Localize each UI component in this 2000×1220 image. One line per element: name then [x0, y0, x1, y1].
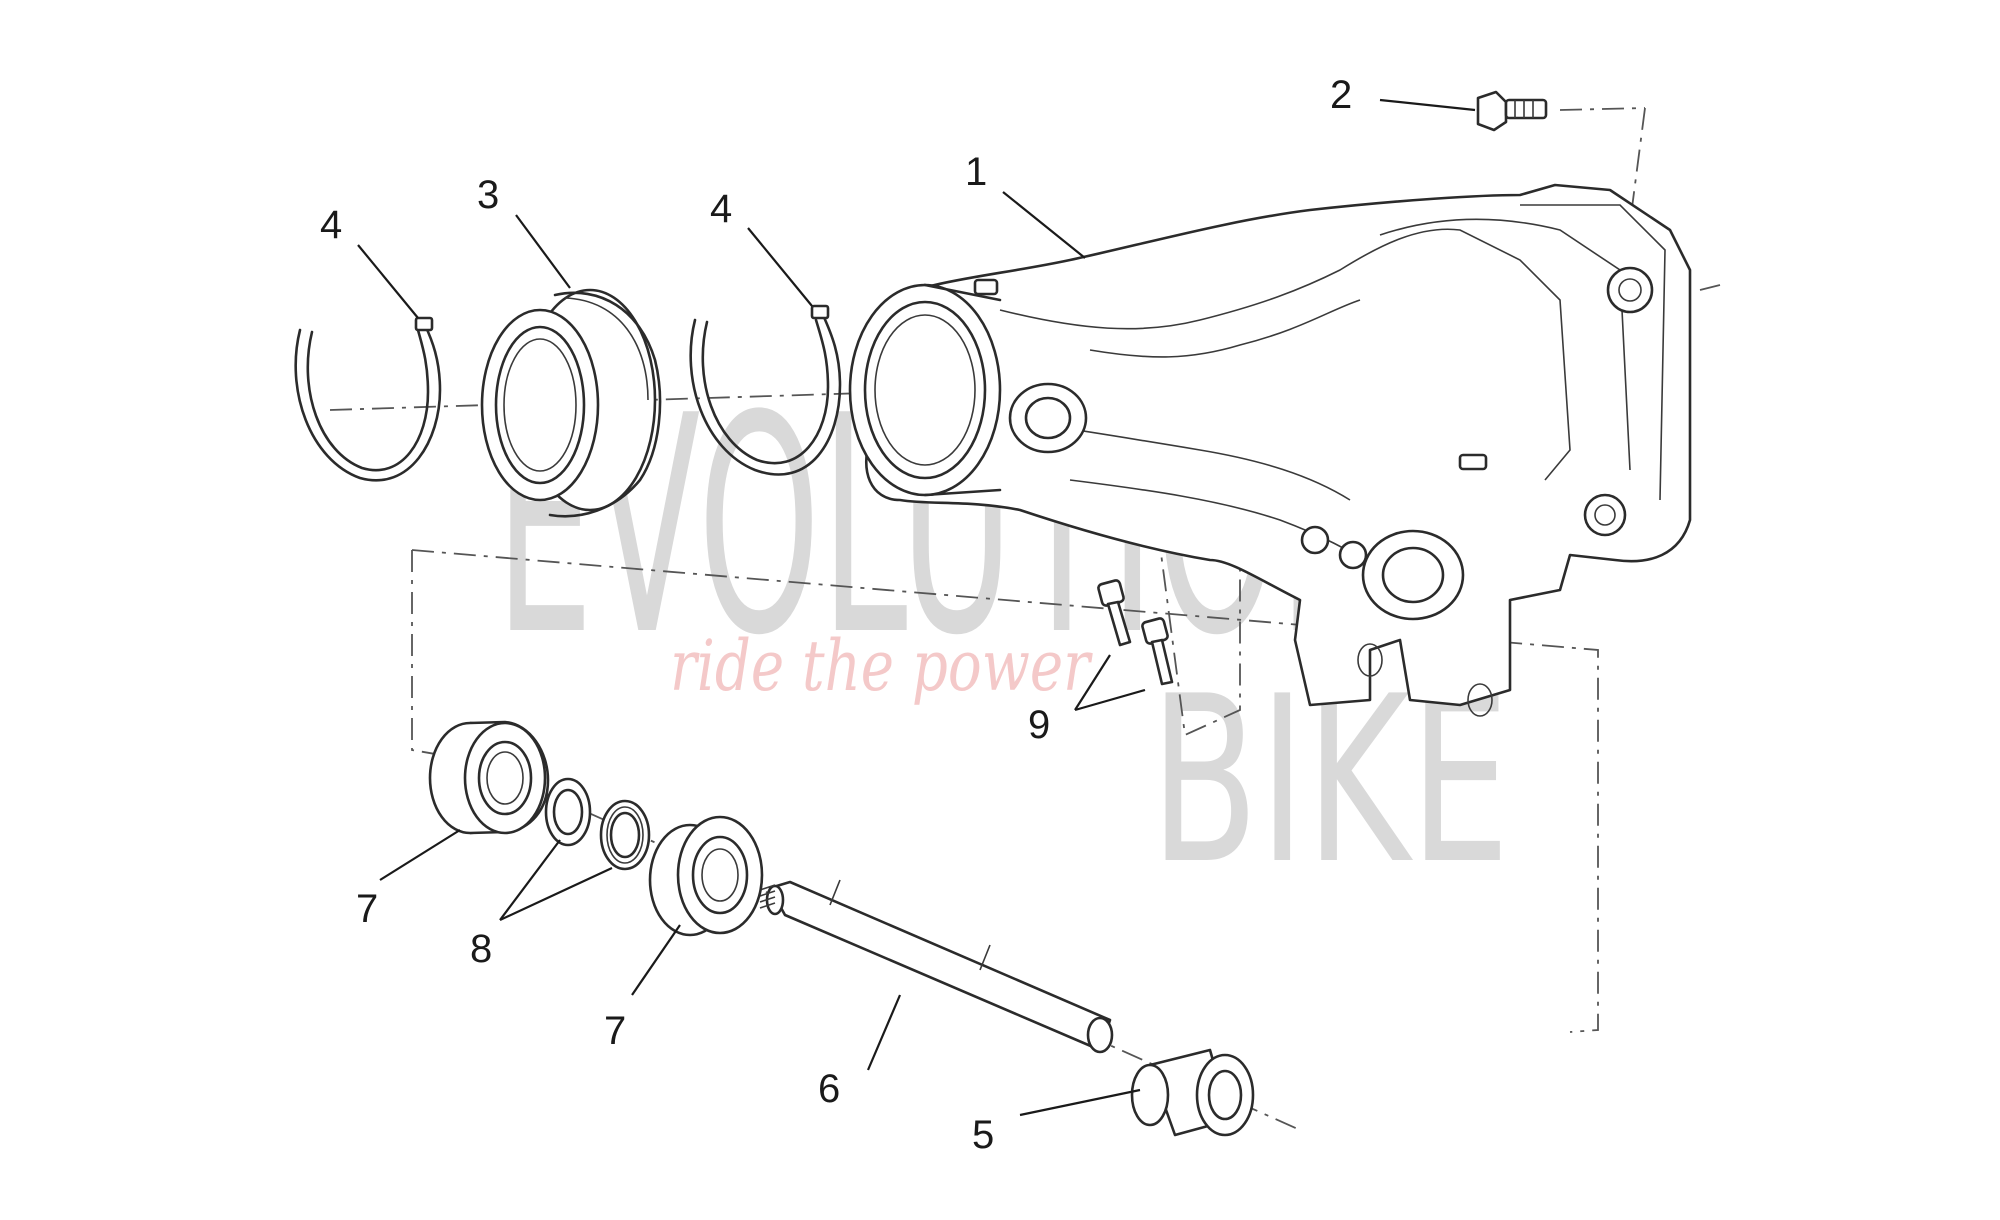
part-9-screws: [1097, 579, 1174, 686]
part-4-clamp-left: [294, 316, 442, 482]
callout-8: 8: [470, 927, 492, 971]
part-2-bolt: [1476, 90, 1548, 132]
callout-5: 5: [972, 1113, 994, 1157]
callout-3: 3: [477, 173, 499, 217]
callout-7-left: 7: [356, 887, 378, 931]
callout-1: 1: [965, 150, 987, 194]
leader-lines: [357, 98, 1476, 1117]
part-3-seal-boot: [480, 288, 662, 518]
part-5-sleeve-nut: [1130, 1048, 1255, 1137]
housing-front-tube: [848, 283, 1002, 497]
callout-9: 9: [1028, 703, 1050, 747]
part-7-bearing-right: [648, 815, 764, 937]
part-8-spacer-rings: [544, 777, 651, 871]
part-4-clamp-right: [689, 304, 842, 476]
callout-2: 2: [1330, 73, 1352, 117]
callout-7-right: 7: [604, 1009, 626, 1053]
part-6-shaft: [759, 879, 1114, 1054]
callout-labels: 1 2 3 4 4 5 6 7 7 8 9: [320, 73, 1352, 1157]
callout-6: 6: [818, 1067, 840, 1111]
watermark-tagline: ride the power: [670, 625, 1093, 707]
part-1-swingarm-housing: [848, 183, 1692, 717]
callout-4-right: 4: [710, 187, 732, 231]
part-7-bearing-left: [428, 720, 550, 835]
callout-4-left: 4: [320, 203, 342, 247]
